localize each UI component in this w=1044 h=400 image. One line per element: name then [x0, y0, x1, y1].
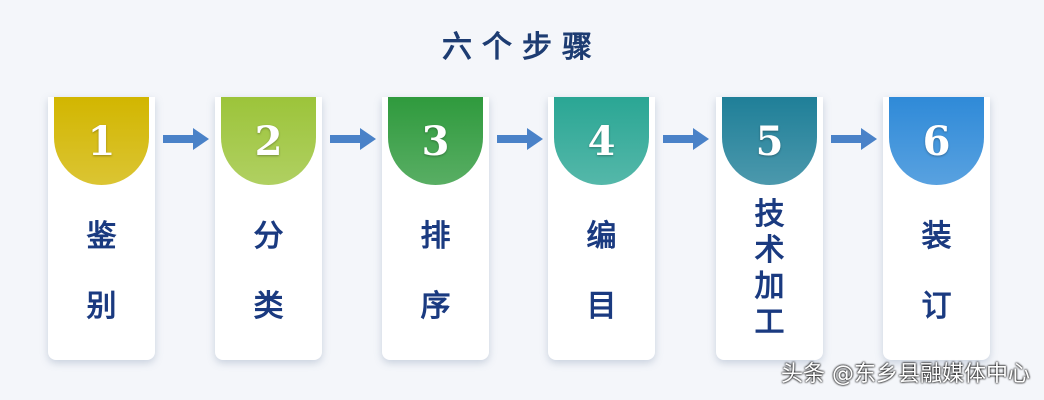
- arrow-right-icon: [663, 128, 709, 150]
- arrow-right-icon: [163, 128, 209, 150]
- step-label: 编目: [586, 219, 617, 324]
- step-label: 分类: [253, 219, 284, 324]
- step-label: 排序: [420, 219, 451, 324]
- step-card-5: 5 技术加工: [716, 97, 823, 360]
- step-label: 鉴别: [86, 219, 117, 324]
- arrow-right-icon: [831, 128, 877, 150]
- arrow-right-icon: [330, 128, 376, 150]
- step-number-badge: 3: [388, 97, 483, 185]
- step-number-badge: 1: [54, 97, 149, 185]
- diagram-title: 六个步骤: [442, 30, 602, 65]
- step-card-2: 2 分类: [215, 97, 322, 360]
- step-label: 技术加工: [754, 197, 785, 340]
- step-number-badge: 6: [889, 97, 984, 185]
- step-number-badge: 5: [722, 97, 817, 185]
- step-number-badge: 4: [554, 97, 649, 185]
- step-label: 装订: [921, 219, 952, 324]
- arrow-right-icon: [497, 128, 543, 150]
- step-card-3: 3 排序: [382, 97, 489, 360]
- watermark: 头条 @东乡县融媒体中心: [781, 362, 1030, 387]
- step-card-6: 6 装订: [883, 97, 990, 360]
- step-number-badge: 2: [221, 97, 316, 185]
- step-card-1: 1 鉴别: [48, 97, 155, 360]
- step-card-4: 4 编目: [548, 97, 655, 360]
